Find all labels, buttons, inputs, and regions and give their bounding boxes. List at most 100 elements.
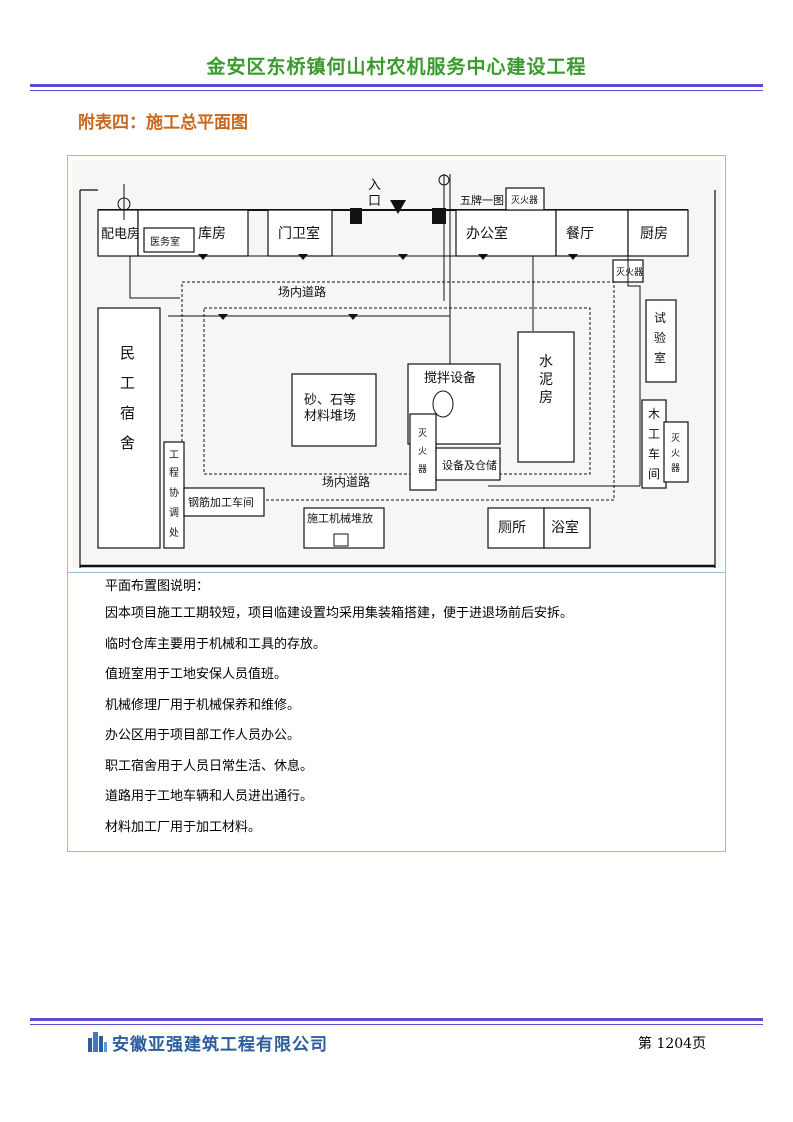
kitchen-room bbox=[627, 209, 689, 257]
footer-rule-thin bbox=[30, 1024, 763, 1025]
bath-building bbox=[543, 507, 591, 549]
entrance-label-1: 入 bbox=[368, 178, 381, 193]
bath-label: 浴室 bbox=[551, 519, 579, 536]
svg-text:器: 器 bbox=[671, 463, 680, 474]
svg-text:调: 调 bbox=[169, 507, 179, 519]
extinguisher-top-label: 灭火器 bbox=[511, 195, 538, 206]
road-outer-boundary bbox=[181, 281, 615, 501]
entrance-arrow-icon bbox=[390, 200, 406, 214]
svg-text:灭: 灭 bbox=[671, 433, 680, 444]
footer-rule bbox=[30, 1018, 763, 1021]
dining-room bbox=[555, 209, 629, 257]
machinery-label: 施工机械堆放 bbox=[307, 511, 373, 525]
sand-stone-label-1: 砂、石等 bbox=[304, 392, 356, 408]
svg-text:宿: 宿 bbox=[120, 404, 135, 422]
svg-text:泥: 泥 bbox=[539, 372, 553, 388]
plan-frame bbox=[67, 155, 726, 852]
power-room-label: 配电房 bbox=[101, 226, 140, 242]
svg-text:车: 车 bbox=[648, 446, 660, 461]
mixer-tank-icon bbox=[432, 390, 454, 418]
machinery-yard bbox=[303, 507, 385, 549]
svg-text:房: 房 bbox=[539, 390, 553, 406]
svg-text:程: 程 bbox=[169, 467, 179, 479]
extinguisher-mid-box bbox=[409, 413, 437, 491]
svg-text:木: 木 bbox=[648, 407, 660, 421]
office-label: 办公室 bbox=[466, 225, 508, 242]
extinguisher-carpentry-box bbox=[663, 421, 689, 483]
pipe-left bbox=[129, 256, 180, 299]
footer-company: 安徽亚强建筑工程有限公司 bbox=[112, 1035, 328, 1055]
svg-text:协: 协 bbox=[169, 486, 179, 499]
clinic-label: 医务室 bbox=[150, 235, 180, 248]
note-line: 值班室用于工地安保人员值班。 bbox=[105, 667, 288, 682]
lab-label: 试 验 室 bbox=[654, 310, 666, 365]
extinguisher-mid-label: 灭 火 器 bbox=[418, 428, 427, 475]
gate-post-right bbox=[432, 208, 446, 224]
note-line: 因本项目施工工期较短，项目临建设置均采用集装箱搭建，便于进退场前后安拆。 bbox=[105, 606, 574, 621]
svg-text:工: 工 bbox=[648, 427, 660, 441]
svg-text:工: 工 bbox=[169, 450, 179, 461]
header-rule-thin bbox=[30, 90, 763, 91]
dormitory-building bbox=[97, 307, 161, 549]
header-rule bbox=[30, 84, 763, 87]
dining-label: 餐厅 bbox=[566, 226, 594, 242]
svg-text:舍: 舍 bbox=[120, 434, 135, 452]
sand-stone-yard bbox=[291, 373, 377, 447]
note-line: 材料加工厂用于加工材料。 bbox=[105, 819, 262, 835]
frame-divider bbox=[67, 572, 726, 573]
lab-building bbox=[645, 299, 677, 383]
cement-label: 水 泥 房 bbox=[539, 354, 553, 406]
cement-house bbox=[517, 331, 575, 463]
svg-text:室: 室 bbox=[654, 350, 666, 365]
dormitory-label: 民 工 宿 舍 bbox=[120, 344, 135, 452]
svg-text:民: 民 bbox=[120, 344, 135, 362]
site-plan-svg: 配电房 医务室 库房 门卫室 办公室 餐厅 厨房 五牌一图 灭火器 灭火器 入 … bbox=[72, 160, 721, 568]
svg-text:处: 处 bbox=[169, 527, 179, 539]
carpentry-label: 木 工 车 间 bbox=[648, 407, 660, 481]
rebar-label: 钢筋加工车间 bbox=[188, 495, 254, 509]
mixer-label: 搅拌设备 bbox=[424, 370, 476, 386]
toilet-label: 厕所 bbox=[498, 520, 526, 536]
svg-text:水: 水 bbox=[539, 354, 553, 370]
extinguisher-top-box bbox=[505, 187, 545, 211]
plan-notes: 平面布置图说明： 因本项目施工工期较短，项目临建设置均采用集装箱搭建，便于进退场… bbox=[105, 578, 715, 849]
svg-text:间: 间 bbox=[648, 467, 660, 481]
guard-room bbox=[267, 209, 333, 257]
gate-post-left bbox=[350, 208, 362, 224]
extinguisher-carpentry-label: 灭 火 器 bbox=[671, 433, 680, 474]
document-header-title: 金安区东桥镇何山村农机服务中心建设工程 bbox=[206, 56, 587, 78]
machinery-icon bbox=[333, 533, 349, 547]
svg-text:验: 验 bbox=[654, 330, 666, 345]
coordination-office-label: 工 程 协 调 处 bbox=[169, 450, 179, 539]
svg-text:工: 工 bbox=[120, 374, 135, 392]
svg-text:器: 器 bbox=[418, 464, 427, 475]
road-inner-boundary bbox=[203, 307, 591, 475]
note-line: 职工宿舍用于人员日常生活、休息。 bbox=[105, 758, 314, 774]
note-line: 临时仓库主要用于机械和工具的存放。 bbox=[105, 636, 327, 652]
sand-stone-label-2: 材料堆场 bbox=[304, 409, 356, 424]
note-line: 机械修理厂用于机械保养和维修。 bbox=[105, 697, 301, 713]
svg-text:试: 试 bbox=[654, 310, 666, 325]
site-plan-drawing: 配电房 医务室 库房 门卫室 办公室 餐厅 厨房 五牌一图 灭火器 灭火器 入 … bbox=[68, 156, 725, 571]
svg-text:灭: 灭 bbox=[418, 428, 427, 439]
rebar-workshop bbox=[183, 487, 265, 517]
entrance-label-2: 口 bbox=[368, 194, 381, 209]
valve-marks bbox=[198, 254, 578, 320]
road-top-label: 场内道路 bbox=[278, 284, 326, 299]
extinguisher-right-label: 灭火器 bbox=[616, 267, 643, 278]
note-line: 办公区用于项目部工作人员办公。 bbox=[105, 728, 301, 743]
five-boards-label: 五牌一图 bbox=[460, 193, 504, 207]
notes-title: 平面布置图说明： bbox=[105, 579, 210, 594]
storage-area bbox=[435, 447, 501, 481]
svg-text:火: 火 bbox=[671, 448, 680, 459]
clinic-room bbox=[143, 227, 195, 253]
warehouse-label: 库房 bbox=[198, 226, 226, 242]
section-heading: 附表四：施工总平面图 bbox=[78, 113, 248, 133]
svg-text:火: 火 bbox=[418, 446, 427, 457]
building-logo-icon bbox=[86, 1030, 108, 1056]
note-line: 道路用于工地车辆和人员进出通行。 bbox=[105, 789, 314, 804]
guard-room-label: 门卫室 bbox=[278, 225, 320, 242]
kitchen-label: 厨房 bbox=[640, 226, 668, 242]
storage-label: 设备及仓储 bbox=[442, 458, 497, 472]
page-number: 第 1204页 bbox=[638, 1036, 707, 1052]
